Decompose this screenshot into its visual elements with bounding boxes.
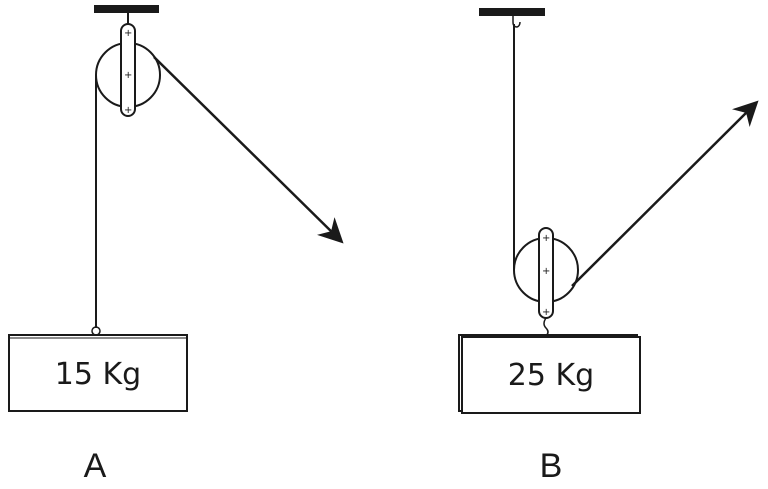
panel-label-a: A (84, 447, 107, 485)
ceiling-a (94, 5, 159, 13)
pull-arrow-b (571, 100, 759, 287)
mass-label-b: 25 Kg (508, 358, 594, 393)
mass-hook-b (543, 317, 549, 337)
mass-label-a: 15 Kg (55, 357, 141, 392)
pull-arrow-a (153, 56, 344, 244)
strap-bolt-bottom-a: + (124, 105, 132, 116)
mass-box-a (8, 334, 188, 412)
strap-bolt-bottom-b: + (542, 307, 550, 318)
system-a: + + + 15 Kg A (8, 5, 344, 485)
strap-bolt-top-a: + (124, 28, 132, 39)
ceiling-hook-b (512, 16, 521, 28)
system-b: + + + 25 Kg B (458, 8, 759, 485)
mass-box-b (461, 336, 641, 414)
panel-label-b: B (540, 447, 563, 485)
ceiling-b (479, 8, 545, 16)
strap-bolt-mid-a: + (124, 70, 132, 81)
strap-bolt-top-b: + (542, 233, 550, 244)
strap-bolt-mid-b: + (542, 266, 550, 277)
hook-loop-a (91, 326, 101, 336)
pulley-strap-a (120, 23, 136, 117)
